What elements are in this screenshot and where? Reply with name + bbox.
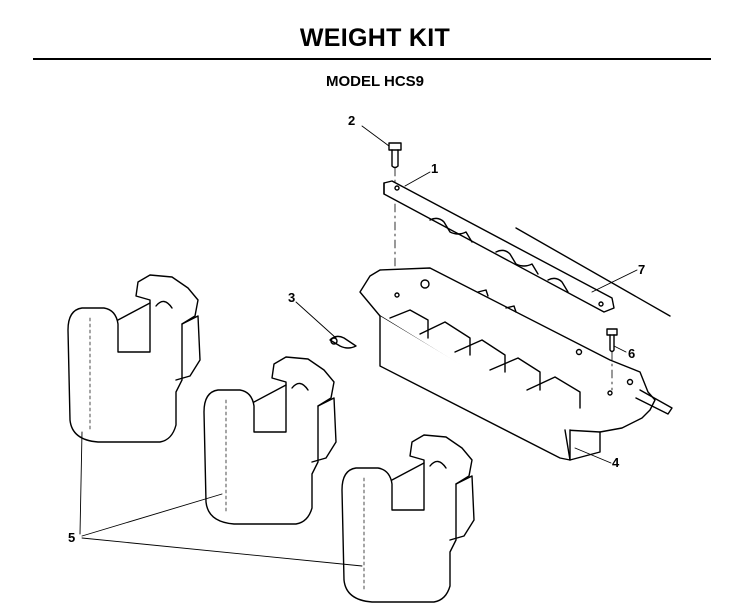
part-5-weight-c: [341, 434, 475, 603]
part-2-pin: [388, 142, 402, 291]
part-5-weight-b: [203, 356, 337, 525]
callout-4: 4: [612, 455, 620, 470]
part-1-bar: [383, 180, 615, 313]
callout-7: 7: [638, 262, 645, 277]
callout-3: 3: [288, 290, 295, 305]
part-7-line: [515, 227, 671, 317]
part-4-carrier: [359, 267, 673, 461]
part-3-clip: [329, 335, 357, 349]
callout-6: 6: [628, 346, 635, 361]
page-title: WEIGHT KIT: [299, 24, 451, 52]
callout-5: 5: [68, 530, 75, 545]
part-6-bolt: [606, 328, 618, 391]
leader-lines: [79, 125, 638, 567]
model-subtitle: MODEL HCS9: [325, 73, 425, 90]
callout-2: 2: [348, 113, 355, 128]
part-5-weight-a: [67, 274, 201, 443]
callout-1: 1: [431, 161, 438, 176]
title-rule: [33, 58, 711, 60]
